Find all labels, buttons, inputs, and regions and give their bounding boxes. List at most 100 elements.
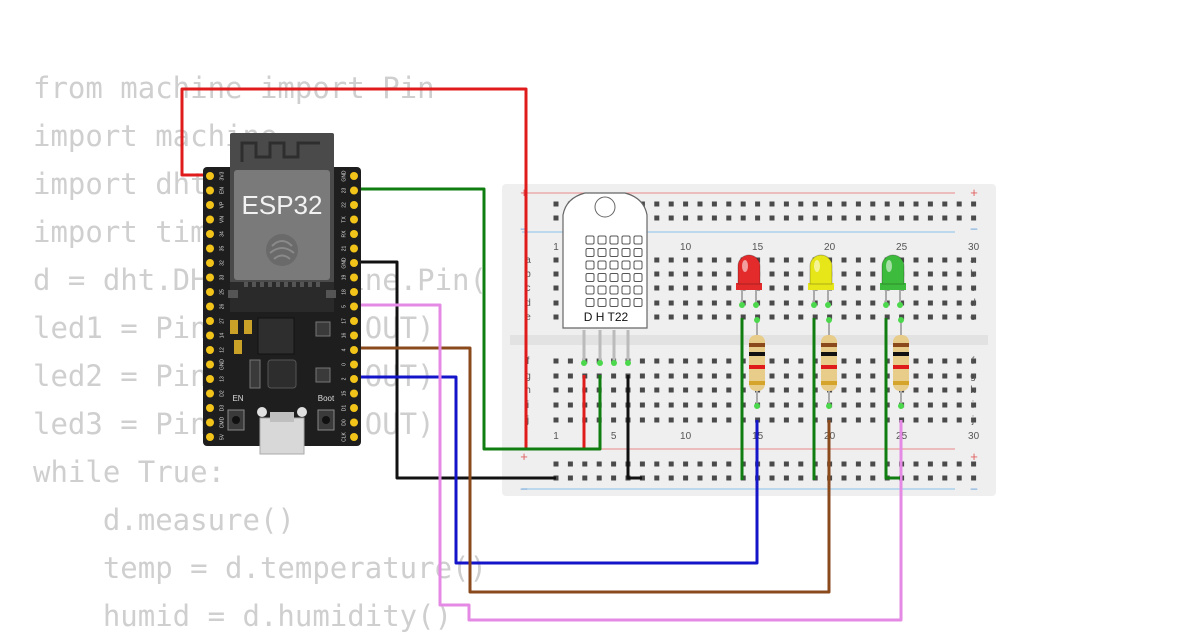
header-pin[interactable]: [206, 172, 214, 180]
header-pin[interactable]: [350, 389, 358, 398]
resistor[interactable]: [749, 317, 765, 409]
header-pin[interactable]: [206, 186, 214, 195]
micro-usb-port[interactable]: [259, 417, 305, 455]
header-pin[interactable]: [350, 418, 358, 427]
breadboard-hole: [971, 358, 977, 364]
smd-component: [230, 320, 238, 334]
header-pin[interactable]: [206, 346, 214, 354]
vent-slot: [609, 248, 619, 257]
wire-dht-gnd[interactable]: [626, 375, 642, 480]
wire-led-yellow[interactable]: [355, 346, 831, 594]
led-green[interactable]: [880, 254, 906, 308]
wire-gnd[interactable]: [355, 260, 556, 480]
breadboard-hole: [567, 475, 573, 481]
breadboard-hole: [798, 373, 804, 379]
row-letter: c: [526, 283, 531, 294]
wire-led-red[interactable]: [355, 375, 759, 565]
header-pin[interactable]: [350, 288, 358, 296]
header-pin[interactable]: [350, 244, 358, 253]
led-base: [736, 283, 762, 290]
vent-slot: [633, 298, 643, 307]
breadboard-hole: [971, 417, 977, 423]
dht22-sensor[interactable]: D H T22: [562, 192, 648, 366]
pin-indicator: [753, 302, 759, 308]
breadboard-hole: [755, 201, 761, 207]
header-pin[interactable]: [350, 215, 358, 224]
header-pin[interactable]: [206, 389, 214, 398]
breadboard-hole: [927, 358, 933, 364]
header-pin[interactable]: [206, 404, 214, 412]
header-pin[interactable]: [206, 331, 214, 340]
pin-indicator: [754, 317, 760, 323]
led-red[interactable]: [736, 254, 762, 308]
breadboard-hole: [683, 271, 689, 277]
header-pin[interactable]: [350, 201, 358, 209]
header-pin[interactable]: [350, 433, 358, 441]
header-pin[interactable]: [350, 360, 358, 369]
header-pin[interactable]: [206, 244, 214, 253]
header-pin[interactable]: [206, 201, 214, 209]
breadboard-hole: [611, 373, 617, 379]
breadboard-hole: [942, 285, 948, 291]
vent-slot: [609, 235, 619, 245]
pin-label: 19: [341, 275, 347, 281]
breadboard-hole: [812, 201, 818, 207]
header-pin[interactable]: [206, 433, 214, 441]
led-highlight: [742, 260, 748, 272]
breadboard-hole: [668, 475, 674, 481]
breadboard-hole: [697, 358, 703, 364]
header-pin[interactable]: [206, 360, 214, 369]
header-pin[interactable]: [350, 172, 358, 180]
breadboard-hole: [812, 215, 818, 221]
vent-slot: [597, 298, 607, 307]
header-pin[interactable]: [350, 186, 358, 195]
column-number: 30: [968, 431, 980, 442]
header-pin[interactable]: [206, 288, 214, 296]
header-pin[interactable]: [206, 259, 214, 267]
header-pin[interactable]: [206, 273, 214, 282]
code-line: import dht: [33, 167, 208, 201]
esp32-label: ESP32: [242, 190, 323, 220]
breadboard-hole: [668, 257, 674, 263]
header-pin[interactable]: [350, 317, 358, 325]
breadboard-hole: [899, 215, 905, 221]
breadboard-hole: [971, 285, 977, 291]
header-pin[interactable]: [350, 259, 358, 267]
header-pin[interactable]: [350, 331, 358, 340]
breadboard-hole: [553, 215, 559, 221]
header-pin[interactable]: [206, 375, 214, 383]
breadboard-hole: [783, 300, 789, 306]
header-pin[interactable]: [350, 346, 358, 354]
header-pin[interactable]: [206, 317, 214, 325]
breadboard-hole: [654, 271, 660, 277]
header-pin[interactable]: [350, 230, 358, 238]
led-yellow[interactable]: [808, 254, 834, 308]
wire-led-green-gnd[interactable]: [884, 318, 900, 480]
breadboard-hole: [683, 300, 689, 306]
pin-indicator: [898, 317, 904, 323]
breadboard-hole: [870, 475, 876, 481]
header-pin[interactable]: [206, 302, 214, 311]
wire-dht-data[interactable]: [355, 187, 602, 451]
header-pin[interactable]: [350, 375, 358, 383]
header-pin[interactable]: [206, 215, 214, 224]
breadboard-hole: [726, 271, 732, 277]
breadboard-hole: [855, 201, 861, 207]
header-pin[interactable]: [206, 418, 214, 427]
breadboard-hole: [942, 402, 948, 408]
breadboard-hole: [956, 387, 962, 393]
wire-led-green[interactable]: [355, 303, 903, 622]
breadboard-hole: [971, 373, 977, 379]
header-pin[interactable]: [350, 302, 358, 311]
pin-label: D1: [341, 405, 347, 412]
breadboard-hole: [553, 461, 559, 467]
breadboard-hole: [726, 461, 732, 467]
breadboard-hole: [668, 461, 674, 467]
resistor[interactable]: [821, 317, 837, 409]
header-pin[interactable]: [350, 404, 358, 412]
header-pin[interactable]: [206, 230, 214, 238]
resistor[interactable]: [893, 317, 909, 409]
header-pin[interactable]: [350, 273, 358, 282]
led-highlight: [886, 260, 892, 272]
